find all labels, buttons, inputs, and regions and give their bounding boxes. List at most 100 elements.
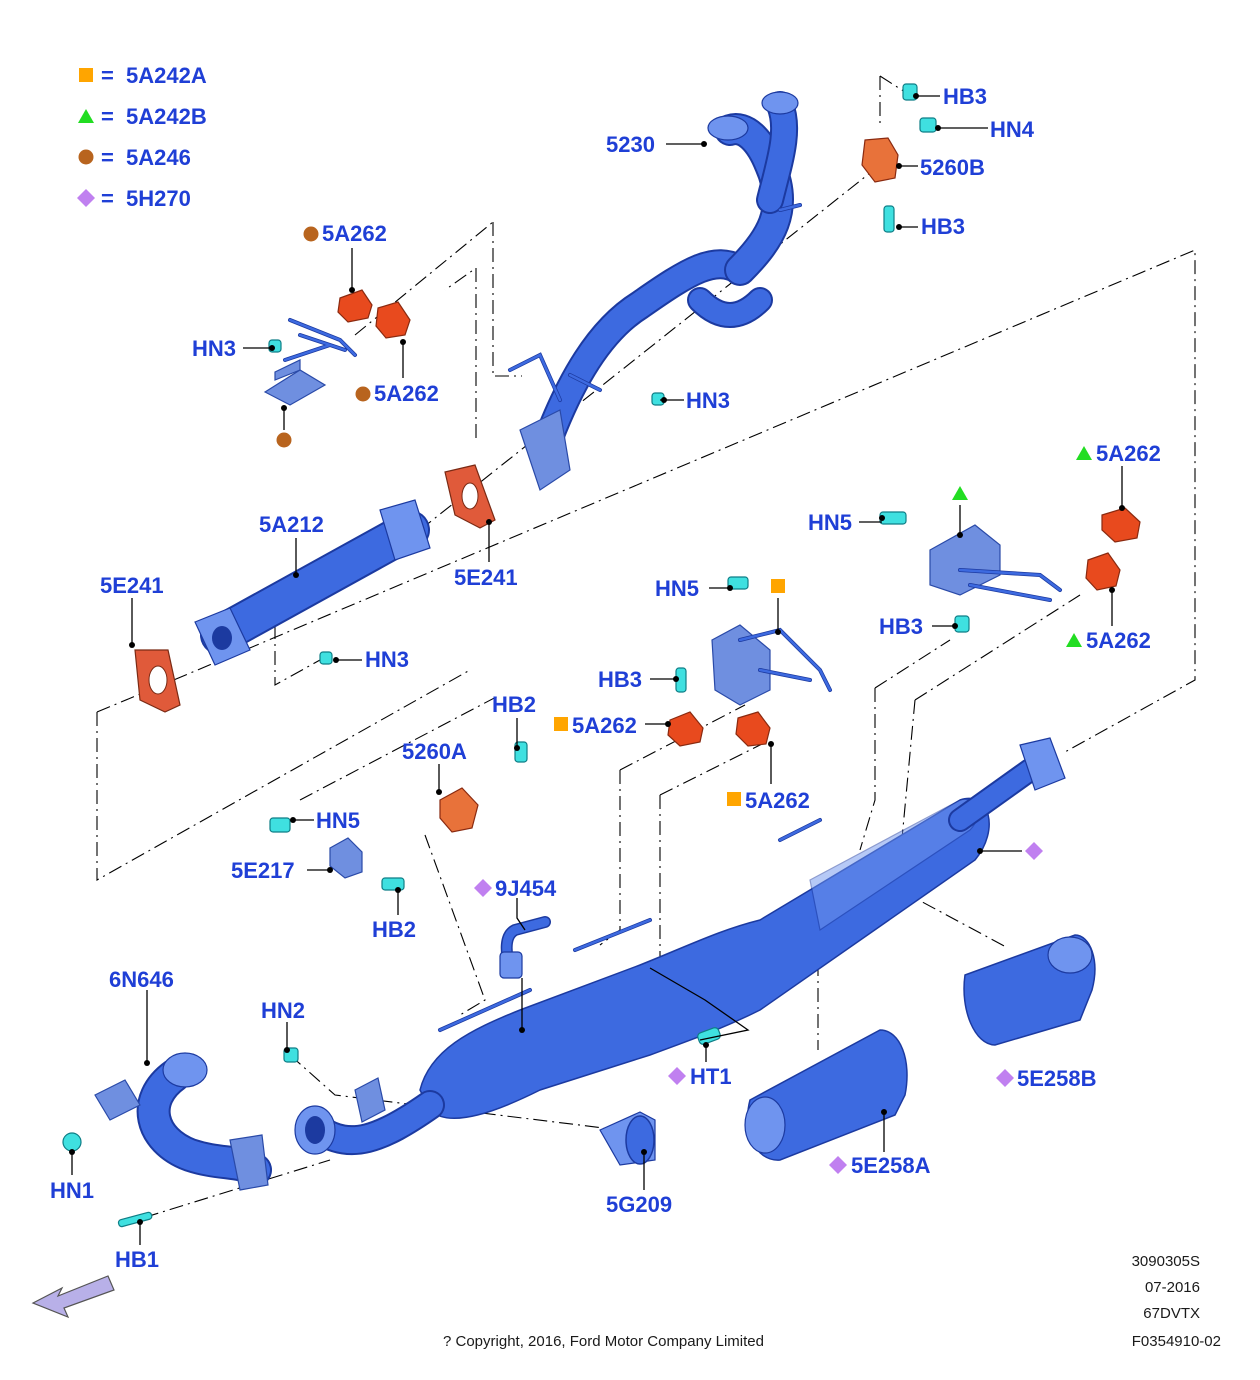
front-pipe [294,1077,445,1156]
label-5a262: 5A262 [572,713,637,738]
hanger-bracket-center [711,624,832,706]
label-hn3: HN3 [365,647,409,672]
label-hn3: HN3 [686,388,730,413]
green-triangle-icon [78,109,94,123]
orange-square-icon [554,717,568,731]
bolt-icon [883,205,895,233]
label-5230: 5230 [606,132,655,157]
sensor-ht1 [697,1027,721,1045]
bracket-5e217 [329,837,363,879]
isolator-5a262-d [1085,552,1121,591]
legend-equals: = [101,63,114,88]
label-5a262: 5A262 [322,221,387,246]
label-hb3: HB3 [879,614,923,639]
legend-code: 5A242A [126,63,207,88]
hanger-bracket-right [929,524,1062,602]
legend-code: 5A242B [126,104,207,129]
brown-circle-icon [355,386,371,402]
assembly-lines [96,75,1196,1226]
label-hb2: HB2 [492,692,536,717]
brown-circle-icon [303,226,319,242]
label-6n646: 6N646 [109,967,174,992]
isolator-5a262-c [1101,507,1141,543]
label-5e258a: 5E258A [851,1153,931,1178]
legend-equals: = [101,104,114,129]
legend-item-5a246: = 5A246 [78,145,191,170]
label-hb3: HB3 [943,84,987,109]
isolator-5a262-b [375,301,411,339]
label-hn3: HN3 [192,336,236,361]
label-9j454: 9J454 [495,876,557,901]
green-triangle-icon [1076,446,1092,460]
isolator-5a262-f [735,711,771,747]
part-labels: 5230 HB3 HN4 5260B HB3 5A262 HN3 5A262 H… [50,84,1161,1272]
label-hn5: HN5 [808,510,852,535]
label-ht1: HT1 [690,1064,732,1089]
label-5e217: 5E217 [231,858,295,883]
heat-shield-5e258a [744,1029,908,1161]
sensor-tube-9j454 [499,916,551,979]
nut-icon [319,651,333,665]
label-hn2: HN2 [261,998,305,1023]
label-hn5: HN5 [655,576,699,601]
footer-model: 67DVTX [1143,1305,1200,1322]
diagram-markers [276,226,1092,1174]
purple-diamond-icon [77,189,95,207]
purple-diamond-icon [668,1067,686,1085]
label-5260b: 5260B [920,155,985,180]
turbo-outlet-pipe-6n646 [94,1052,272,1191]
hanger-bracket-upper [263,318,357,406]
label-5a262: 5A262 [1086,628,1151,653]
label-5a262: 5A262 [374,381,439,406]
legend-item-5a242b: = 5A242B [78,104,207,129]
front-direction-arrow-icon [31,1275,115,1319]
label-hn5: HN5 [316,808,360,833]
footer-figure-id: F0354910-02 [1132,1333,1221,1350]
plug-5g209 [599,1111,656,1166]
label-5a262: 5A262 [1096,441,1161,466]
brown-circle-icon [78,149,94,165]
purple-diamond-icon [474,879,492,897]
label-5260a: 5260A [402,739,467,764]
label-hb3: HB3 [921,214,965,239]
purple-diamond-icon [1025,842,1043,860]
footer-code: 3090305S [1132,1253,1200,1270]
bolt-icon [117,1211,153,1228]
isolator-5a262-a [337,289,373,323]
legend: = 5A242A = 5A242B = 5A246 = 5H270 [77,63,207,211]
heat-shield-5e258b [963,934,1096,1046]
leader-lines [69,93,1125,1245]
bolt-icon [381,877,405,891]
converter-assembly [419,737,1066,1119]
purple-diamond-icon [829,1156,847,1174]
pipe-5a212 [194,499,431,666]
brown-circle-icon [276,432,292,448]
legend-item-5h270: = 5H270 [77,186,191,211]
label-hb1: HB1 [115,1247,159,1272]
gasket-5e241-b [444,464,496,529]
nut-icon [269,817,291,833]
isolator-5a262-e [667,711,704,747]
label-hb2: HB2 [372,917,416,942]
orange-square-icon [79,68,93,82]
label-hn1: HN1 [50,1178,94,1203]
fasteners [62,83,970,1228]
nut-icon [919,117,937,133]
copyright-text: ? Copyright, 2016, Ford Motor Company Li… [443,1333,764,1350]
orange-square-icon [727,792,741,806]
legend-equals: = [101,145,114,170]
label-hb3: HB3 [598,667,642,692]
legend-equals: = [101,186,114,211]
label-hn4: HN4 [990,117,1035,142]
footer-date: 07-2016 [1145,1279,1200,1296]
orange-square-icon [771,579,785,593]
hanger-5260b [861,137,899,183]
label-5a262: 5A262 [745,788,810,813]
label-5e241: 5E241 [454,565,518,590]
gasket-5e241-a [134,649,181,713]
label-5g209: 5G209 [606,1192,672,1217]
legend-item-5a242a: = 5A242A [79,63,207,88]
label-5a212: 5A212 [259,512,324,537]
nut-icon [727,576,749,590]
